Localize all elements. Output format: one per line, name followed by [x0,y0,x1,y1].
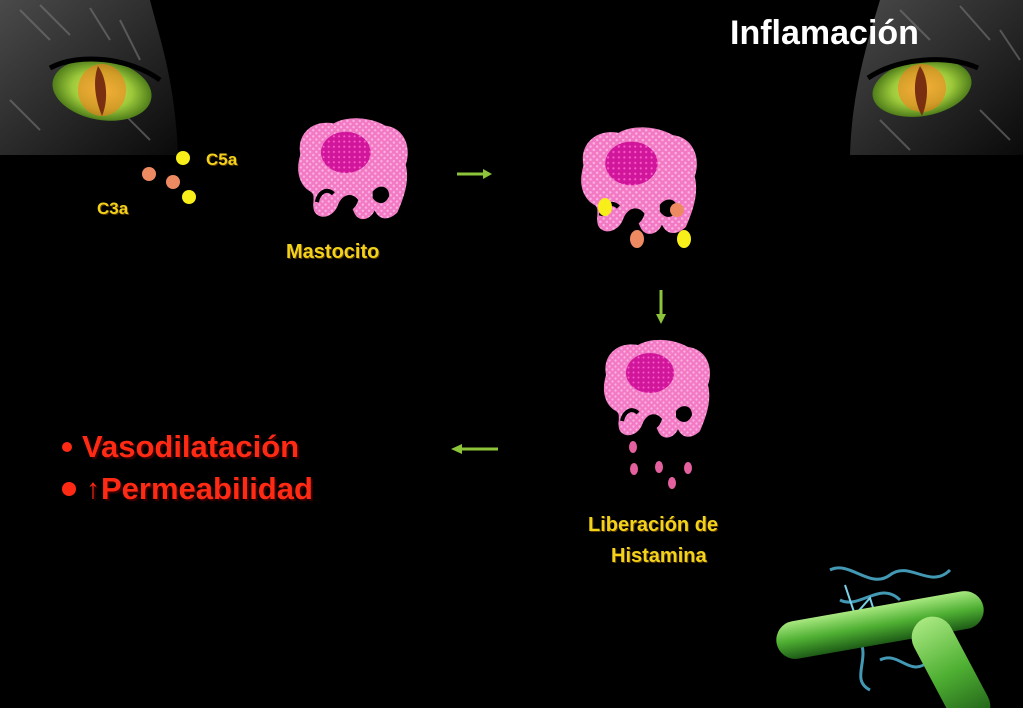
effects-list: Vasodilatación ↑ Permeabilidad [62,426,313,510]
arrow-left-icon [451,444,498,454]
liberacion-label-line1: Liberación de [588,514,719,536]
mastocito-label: Mastocito [286,241,380,263]
slide-title: Inflamación [730,14,919,52]
cat-eye-icon [0,0,178,155]
c5a-molecule [182,190,196,204]
arrow-right-icon [457,169,492,179]
c3a-molecule [142,167,156,181]
mast-cell-resting [298,118,408,219]
effect-item: Vasodilatación [62,426,313,468]
c5a-label: C5a [206,150,238,169]
bound-fragments [598,198,691,248]
effect-text: Vasodilatación [82,429,300,464]
mast-cell-activated [581,127,697,234]
cat-eye-icon [850,0,1023,155]
c3a-molecule [166,175,180,189]
mast-cell-degranulating [604,340,710,438]
effect-item: ↑ Permeabilidad [62,468,313,510]
bullet-icon [62,482,76,496]
up-arrow-icon: ↑ [86,473,100,504]
c5a-molecule [176,151,190,165]
bullet-icon [62,442,72,452]
c3a-label: C3a [97,199,129,218]
arrow-down-icon [656,290,666,324]
effect-text: Permeabilidad [101,471,313,506]
histamine-granules [629,441,692,489]
liberacion-label-line2: Histamina [611,545,707,567]
bacteria-icon [776,566,991,708]
complement-fragments [142,151,196,204]
